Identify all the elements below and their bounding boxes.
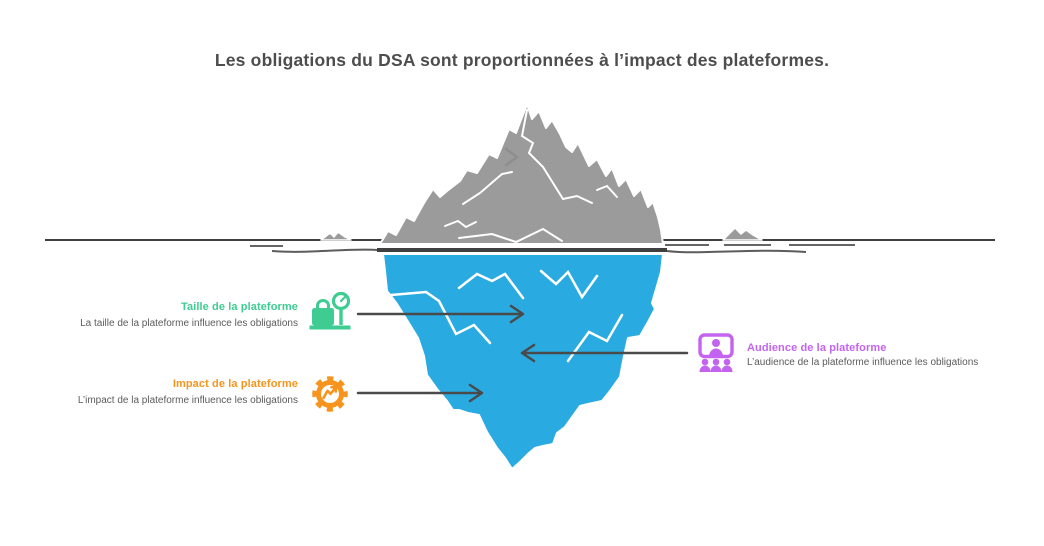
iceberg-above-water [379, 103, 664, 245]
scale-icon [307, 290, 353, 337]
page-title: Les obligations du DSA sont proportionné… [214, 50, 830, 70]
gear-trend-icon [310, 374, 350, 419]
arrow-audience [520, 343, 689, 363]
ice-crack [458, 227, 563, 244]
ice-crack [566, 313, 624, 363]
impact-label-title: Impact de la plateforme [172, 378, 298, 390]
iceberg-below-water [382, 253, 664, 470]
audience-label-subtitle: L’audience de la plateforme influence le… [747, 357, 979, 368]
audience-icon [696, 332, 736, 377]
water-wave-line [271, 248, 379, 253]
ice-crack [596, 184, 618, 198]
small-iceberg-right [722, 227, 763, 241]
ice-shade-chevron [504, 147, 519, 167]
arrow-impact [356, 383, 484, 403]
ice-crack [539, 269, 599, 300]
audience-label-title: Audience de la plateforme [747, 342, 887, 354]
ice-crack [457, 272, 525, 300]
small-iceberg-left [320, 231, 352, 241]
taille-label-title: Taille de la plateforme [180, 301, 298, 313]
arrow-taille [356, 304, 525, 324]
ice-crack [389, 290, 492, 345]
impact-label-subtitle: L’impact de la plateforme influence les … [77, 395, 298, 406]
taille-label-subtitle: La taille de la plateforme influence les… [80, 318, 298, 329]
water-wave-line [666, 249, 807, 254]
ice-crack [462, 171, 513, 205]
ice-crack [444, 219, 477, 229]
ice-crack [520, 109, 593, 204]
